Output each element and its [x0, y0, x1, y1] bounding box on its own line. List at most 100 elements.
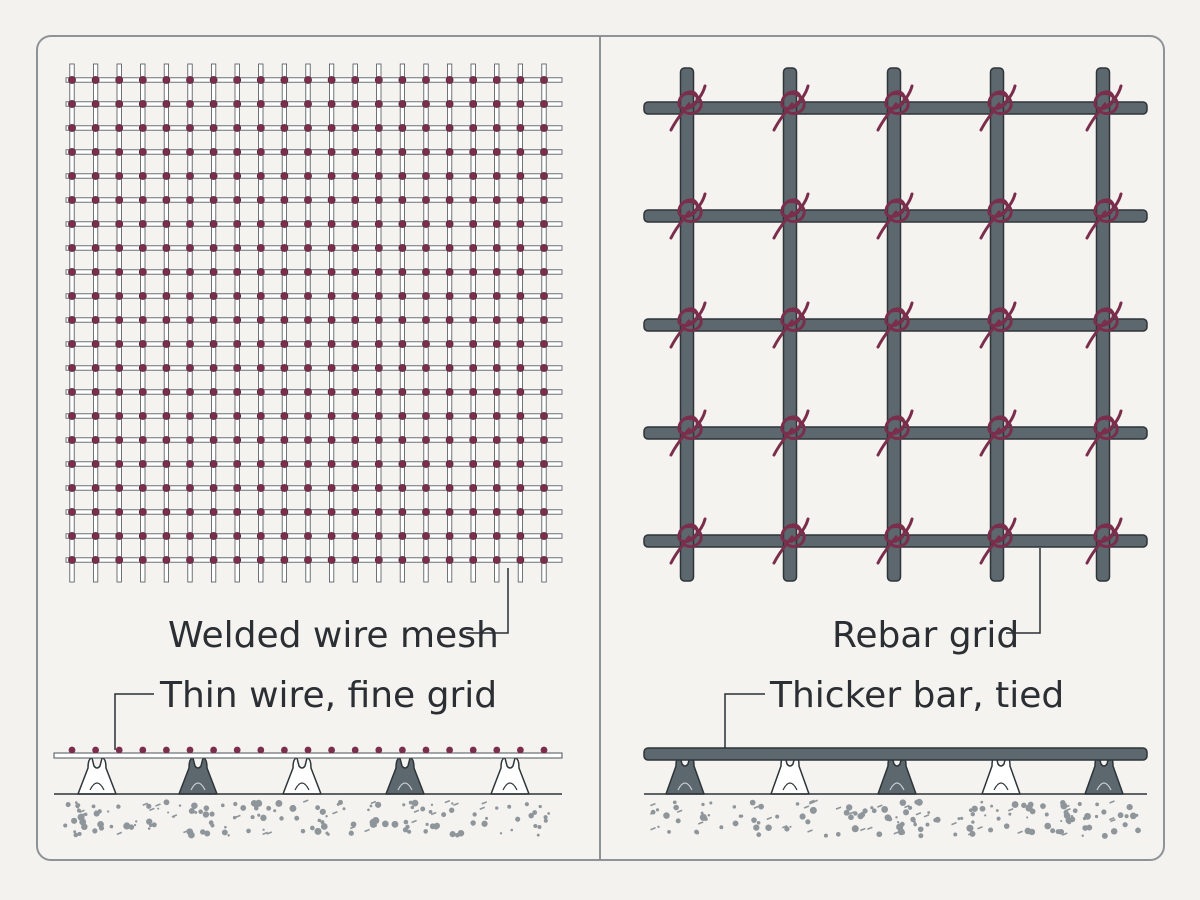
weld-point	[91, 148, 100, 156]
weld-point	[115, 148, 124, 156]
weld-point	[540, 436, 548, 444]
aggregate	[1135, 813, 1139, 817]
weld-point	[445, 220, 454, 228]
aggregate	[904, 804, 910, 809]
weld-dot	[493, 746, 501, 754]
weld-point	[280, 484, 289, 492]
weld-point	[304, 76, 312, 84]
weld-point	[469, 364, 478, 372]
weld-point	[304, 196, 312, 204]
horizontal-wire	[65, 557, 563, 563]
weld-point	[351, 268, 360, 276]
weld-point	[469, 268, 478, 276]
weld-point	[540, 364, 548, 372]
aggregate	[97, 809, 102, 814]
weld-point	[351, 292, 360, 300]
weld-point	[422, 364, 430, 372]
weld-point	[327, 172, 336, 180]
weld-point	[115, 244, 124, 252]
weld-point	[445, 340, 454, 348]
tie-tail	[772, 102, 794, 132]
weld-point	[138, 196, 147, 204]
weld-point	[68, 148, 76, 156]
weld-point	[422, 340, 430, 348]
thin-wire-label: Thin wire, fine grid	[160, 675, 498, 716]
weld-point	[445, 532, 454, 540]
aggregate	[310, 825, 315, 831]
weld-point	[516, 76, 525, 84]
aggregate	[507, 804, 512, 809]
tie-loop	[1097, 417, 1119, 440]
weld-point	[209, 100, 218, 108]
aggregate	[325, 815, 328, 818]
weld-point	[280, 220, 289, 228]
weld-point	[398, 244, 407, 252]
weld-point	[374, 124, 383, 132]
aggregate	[650, 802, 656, 807]
weld-point	[374, 148, 383, 156]
weld-point	[516, 556, 525, 564]
aggregate	[472, 812, 477, 817]
weld-point	[540, 508, 548, 516]
chair-arch	[889, 782, 905, 791]
tie-tail	[689, 84, 707, 108]
weld-point	[516, 172, 525, 180]
weld-point	[115, 412, 124, 420]
aggregate	[65, 802, 71, 808]
chair-arch	[190, 782, 206, 791]
weld-point	[469, 292, 478, 300]
tie-wire	[1085, 517, 1123, 565]
weld-point	[540, 388, 548, 396]
tie-tail	[1085, 427, 1107, 457]
weld-point	[445, 196, 454, 204]
aggregate	[867, 826, 873, 830]
weld-point	[516, 292, 525, 300]
weld-point	[540, 292, 548, 300]
tie-loop	[1097, 309, 1119, 332]
weld-point	[138, 244, 147, 252]
aggregate	[425, 822, 429, 826]
aggregate	[915, 812, 922, 816]
weld-point	[422, 412, 430, 420]
horizontal-wire	[65, 245, 563, 251]
aggregate	[485, 816, 489, 820]
horizontal-wire	[65, 317, 563, 323]
aggregate	[204, 830, 211, 837]
weld-point	[422, 508, 430, 516]
tie-wire	[876, 409, 914, 457]
aggregate	[1021, 802, 1027, 808]
weld-point	[280, 436, 289, 444]
weld-point	[162, 100, 171, 108]
tie-tail	[896, 192, 914, 216]
weld-point	[304, 268, 312, 276]
tie-tail	[772, 210, 794, 240]
aggregate	[655, 808, 660, 812]
weld-point	[469, 532, 478, 540]
weld-point	[540, 196, 548, 204]
weld-point	[398, 484, 407, 492]
weld-point	[115, 100, 124, 108]
tie-tail	[999, 192, 1017, 216]
weld-point	[445, 412, 454, 420]
weld-point	[492, 172, 501, 180]
tie-wire	[876, 84, 914, 132]
tie-tail	[979, 427, 1001, 457]
weld-point	[327, 292, 336, 300]
weld-point	[374, 460, 383, 468]
weld-point	[351, 436, 360, 444]
horizontal-wire	[65, 197, 563, 203]
aggregate	[188, 807, 195, 815]
horizontal-wire	[65, 77, 563, 83]
weld-point	[186, 124, 194, 132]
weld-point	[68, 364, 76, 372]
aggregate	[198, 809, 203, 815]
aggregate	[893, 831, 900, 835]
aggregate	[805, 819, 811, 825]
weld-point	[351, 340, 360, 348]
weld-point	[115, 364, 124, 372]
aggregate	[262, 828, 265, 831]
aggregate	[1108, 816, 1115, 821]
tie-tail	[1085, 102, 1107, 132]
aggregate	[957, 817, 961, 821]
tie-loop	[888, 525, 910, 548]
